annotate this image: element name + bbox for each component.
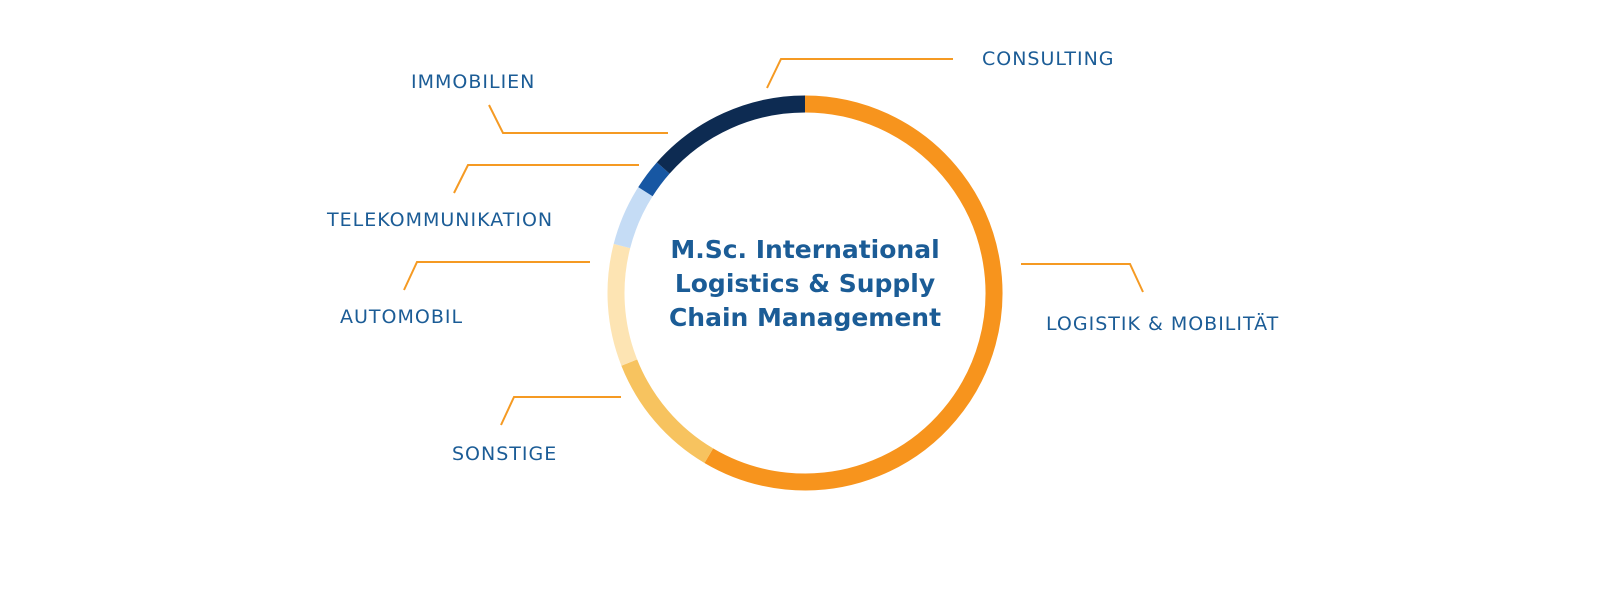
title-line-1: M.Sc. International: [670, 235, 940, 264]
leader-line-automobil: [403, 261, 590, 291]
slice-label-automobil: AUTOMOBIL: [340, 306, 463, 328]
leader-line-telekommunikation: [453, 164, 639, 194]
title-line-2: Logistics & Supply: [674, 269, 936, 298]
leader-line-consulting: [766, 58, 953, 89]
donut-slice-consulting: [656, 95, 806, 174]
donut-slice-automobil: [607, 243, 638, 366]
slice-label-telekommunikation: TELEKOMMUNIKATION: [326, 209, 553, 231]
slice-label-sonstige: SONSTIGE: [452, 443, 557, 465]
slice-label-immobilien: IMMOBILIEN: [411, 71, 535, 93]
slice-label-consulting: CONSULTING: [982, 48, 1115, 70]
page-title: M.Sc. International Logistics & Supply C…: [605, 233, 1005, 335]
donut-slice-logistik-mobilität: [704, 95, 1003, 491]
donut-slice-telekommunikation: [613, 187, 653, 249]
donut-slice-immobilien: [638, 162, 670, 197]
leader-line-sonstige: [500, 396, 621, 426]
donut-slice-sonstige: [621, 359, 714, 463]
donut-segments: [607, 95, 1003, 491]
leader-line-logistik: [1021, 263, 1144, 293]
title-line-3: Chain Management: [668, 303, 942, 332]
slice-label-logistik: LOGISTIK & MOBILITÄT: [1046, 312, 1279, 335]
leader-line-immobilien: [488, 104, 668, 134]
